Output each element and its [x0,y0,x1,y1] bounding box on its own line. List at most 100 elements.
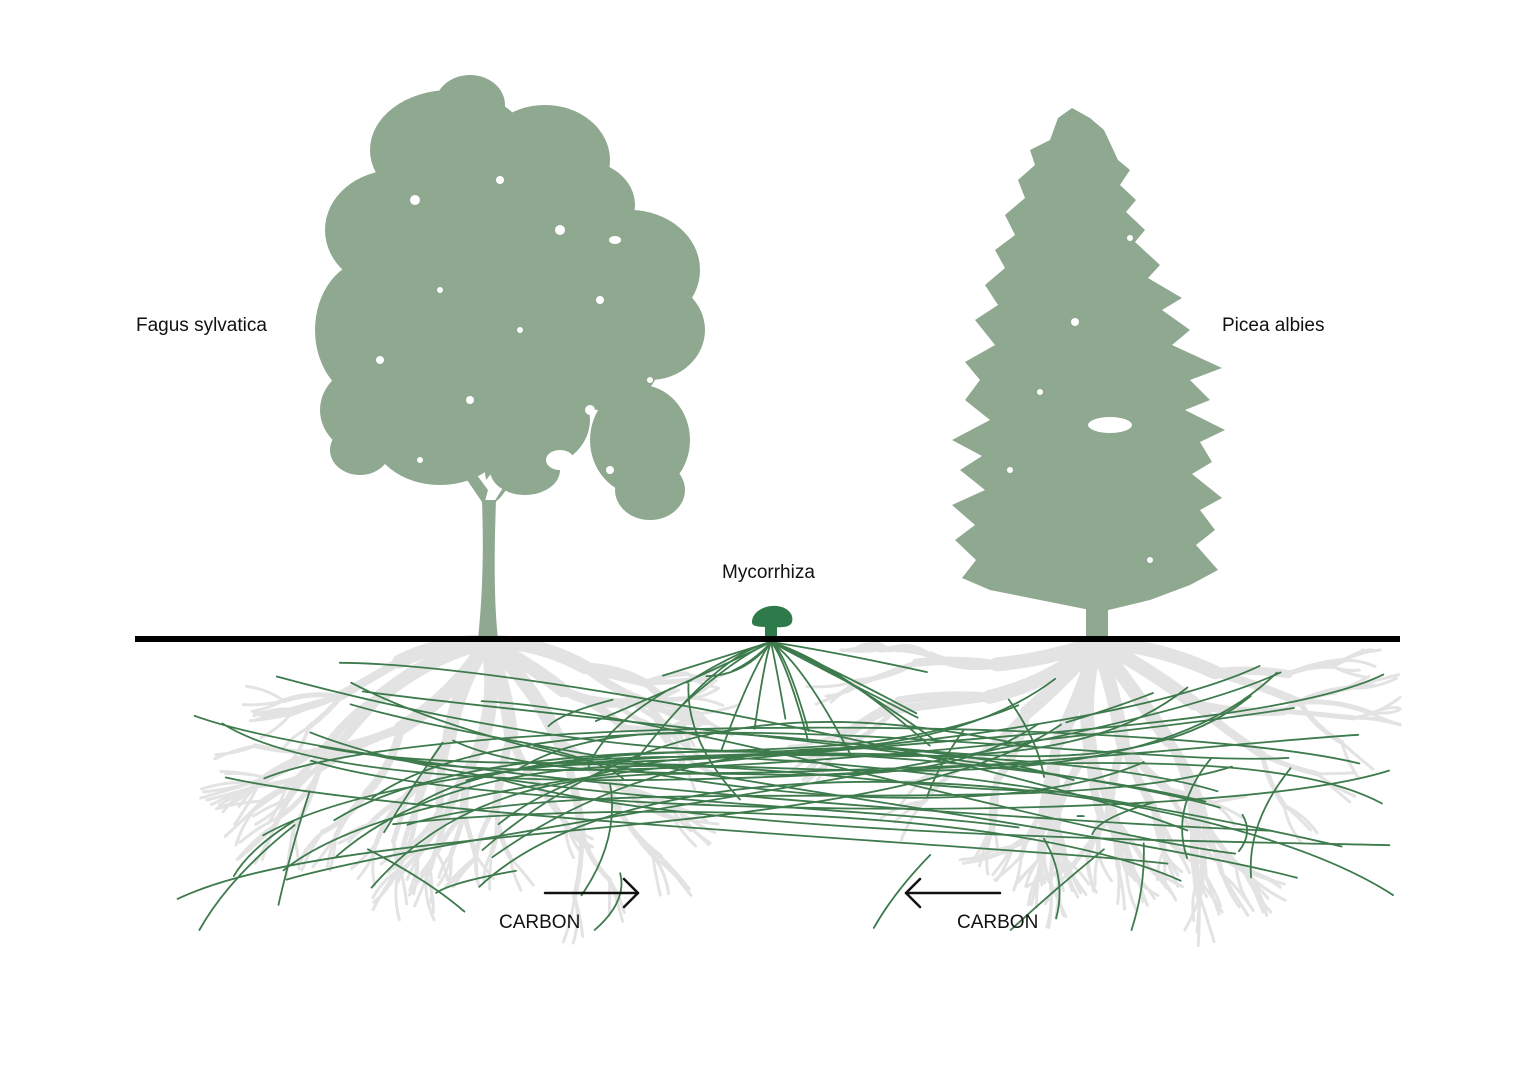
hypha-strand [1238,813,1248,853]
root-branch [1203,873,1221,916]
root-branch [1026,869,1041,907]
root-branch [673,705,699,724]
root-branch [1340,741,1375,771]
root-branch [579,829,613,883]
root-branch [1163,852,1167,889]
root-branch [347,822,372,844]
root-branch [658,854,691,891]
hypha-strand [277,790,311,906]
root-branch [671,816,720,826]
root-branch [973,823,993,859]
root-branch [1340,658,1377,668]
root-branch [407,868,432,897]
root-branch [408,855,420,892]
mycorrhizal-network [176,641,1394,931]
hypha-strand [587,687,672,770]
root-branch [682,681,715,701]
root-branch [472,804,499,861]
root-branch [855,641,891,652]
spruce-crown [952,108,1225,612]
hypha-strand [926,729,965,797]
hypha-strand [770,641,787,720]
root-branch [580,662,650,687]
hypha-strand [367,848,466,913]
hypha-strand [1007,698,1045,778]
hypha-strand [1181,757,1212,859]
hypha-strand [1249,767,1292,879]
root-branch [677,809,717,834]
root-branch [1210,794,1248,804]
root-branch [508,855,523,892]
carbon-label-left: CARBON [499,912,580,933]
root-branch [374,793,410,846]
hypha-strand [770,641,938,743]
root-branch [213,744,257,761]
hypha-strand [1091,801,1155,836]
root-branch [396,855,420,885]
beech-root-system [199,634,741,945]
root-branch [862,660,919,685]
carbon-arrow-right [543,877,640,909]
spruce-tree-silhouette [952,108,1225,640]
root-branch [1245,872,1269,917]
root-branch [251,797,289,818]
root-branch [361,724,405,799]
root-branch [210,783,260,807]
root-branch [679,714,696,748]
root-branch [1117,867,1126,911]
hypha-strand [221,722,1360,782]
mycorrhiza-label: Mycorrhiza [722,562,815,583]
hypha-strand [198,824,296,931]
hypha-strand [275,675,1057,753]
hypha-strand [770,641,809,741]
root-branch [280,726,310,752]
root-branch [1210,668,1305,707]
hypha-strand [349,703,1298,879]
root-branch [1189,821,1202,896]
hypha-strand [1009,848,1105,931]
hypha-strand [1065,692,1154,724]
root-branch [1164,735,1210,826]
root-branch [394,868,401,922]
carbon-label-right: CARBON [957,912,1038,933]
hypha-strand [705,641,772,678]
root-branch [442,635,494,745]
root-branch [373,635,494,704]
hypha-strand [686,641,772,684]
hypha-strand [392,810,1182,882]
root-branch [1331,664,1368,679]
root-branch [1297,699,1374,716]
mushroom-cap [751,605,793,628]
root-branch [1315,771,1356,776]
root-branch [372,864,402,904]
root-branch [564,824,575,860]
root-branch [1315,772,1352,804]
hypha-strand [225,776,1169,865]
root-branch [1280,708,1357,721]
hypha-strand [193,714,1272,832]
root-branch [1162,848,1180,877]
root-branch [371,841,378,887]
root-branch [1085,855,1096,893]
carbon-arrow-left [904,877,1002,909]
root-branch [444,856,477,888]
mycorrhiza-mushroom-icon [751,605,793,640]
root-branch [234,799,263,847]
root-branch [1349,676,1398,690]
root-branch [1036,810,1054,862]
root-branch [436,852,453,887]
root-branch [1125,869,1139,912]
root-branch [1282,803,1319,835]
hypha-strand [679,641,772,708]
hypha-strand [232,820,295,877]
root-branch [257,708,296,717]
root-branch [309,724,405,757]
root-branch [415,815,449,860]
root-branch [879,799,926,820]
root-branch [1063,860,1080,899]
root-branch [1189,699,1267,759]
hypha-strand [285,671,1282,881]
hypha-strand [481,721,1036,851]
root-branch [291,693,341,713]
hypha-strand [580,783,613,897]
